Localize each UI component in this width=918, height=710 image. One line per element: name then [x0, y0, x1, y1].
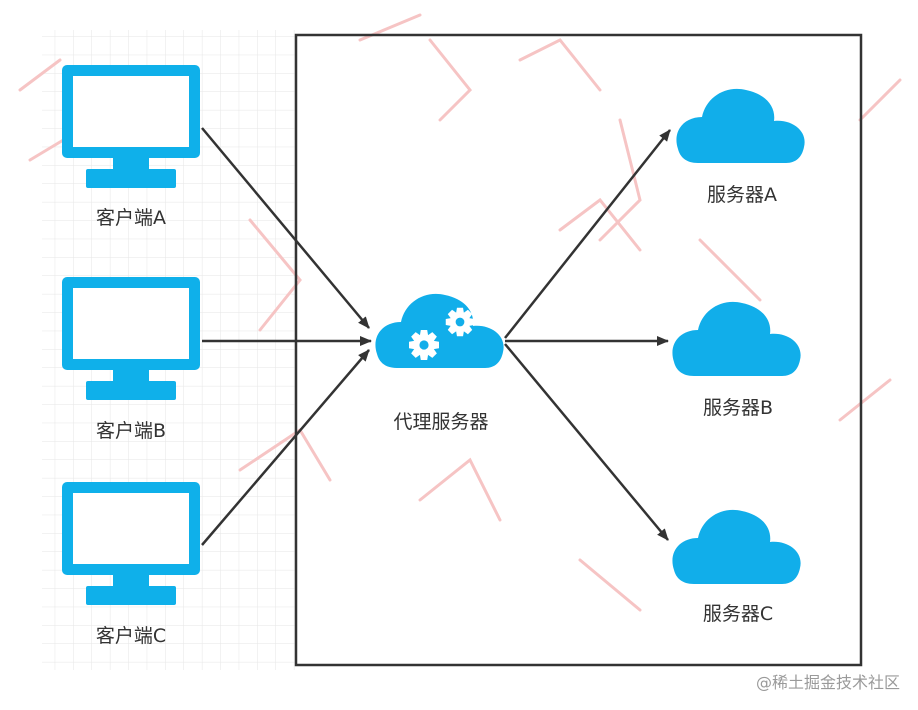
client-c: 客户端C [62, 482, 200, 647]
client-b-label: 客户端B [96, 420, 166, 442]
server-a: 服务器A [676, 88, 805, 206]
watermark-strokes [18, 13, 902, 612]
arrow-client-a-to-proxy [201, 127, 370, 329]
arrow-client-c-to-proxy [201, 349, 370, 546]
server-b-label: 服务器B [703, 397, 773, 419]
server-c: 服务器C [672, 509, 801, 625]
server-b: 服务器B [672, 301, 801, 419]
client-a: 客户端A [62, 65, 200, 229]
proxy-boundary-frame [294, 33, 863, 667]
server-a-label: 服务器A [707, 184, 777, 206]
client-c-label: 客户端C [96, 625, 166, 647]
proxy-server: 代理服务器 [375, 293, 504, 433]
proxy-label: 代理服务器 [393, 411, 488, 433]
arrow-proxy-to-server-c [504, 343, 669, 541]
arrow-proxy-to-server-a [504, 129, 671, 339]
client-a-label: 客户端A [96, 207, 166, 229]
server-c-label: 服务器C [703, 603, 773, 625]
source-credit: @稀土掘金技术社区 [756, 673, 900, 692]
client-b: 客户端B [62, 277, 200, 442]
